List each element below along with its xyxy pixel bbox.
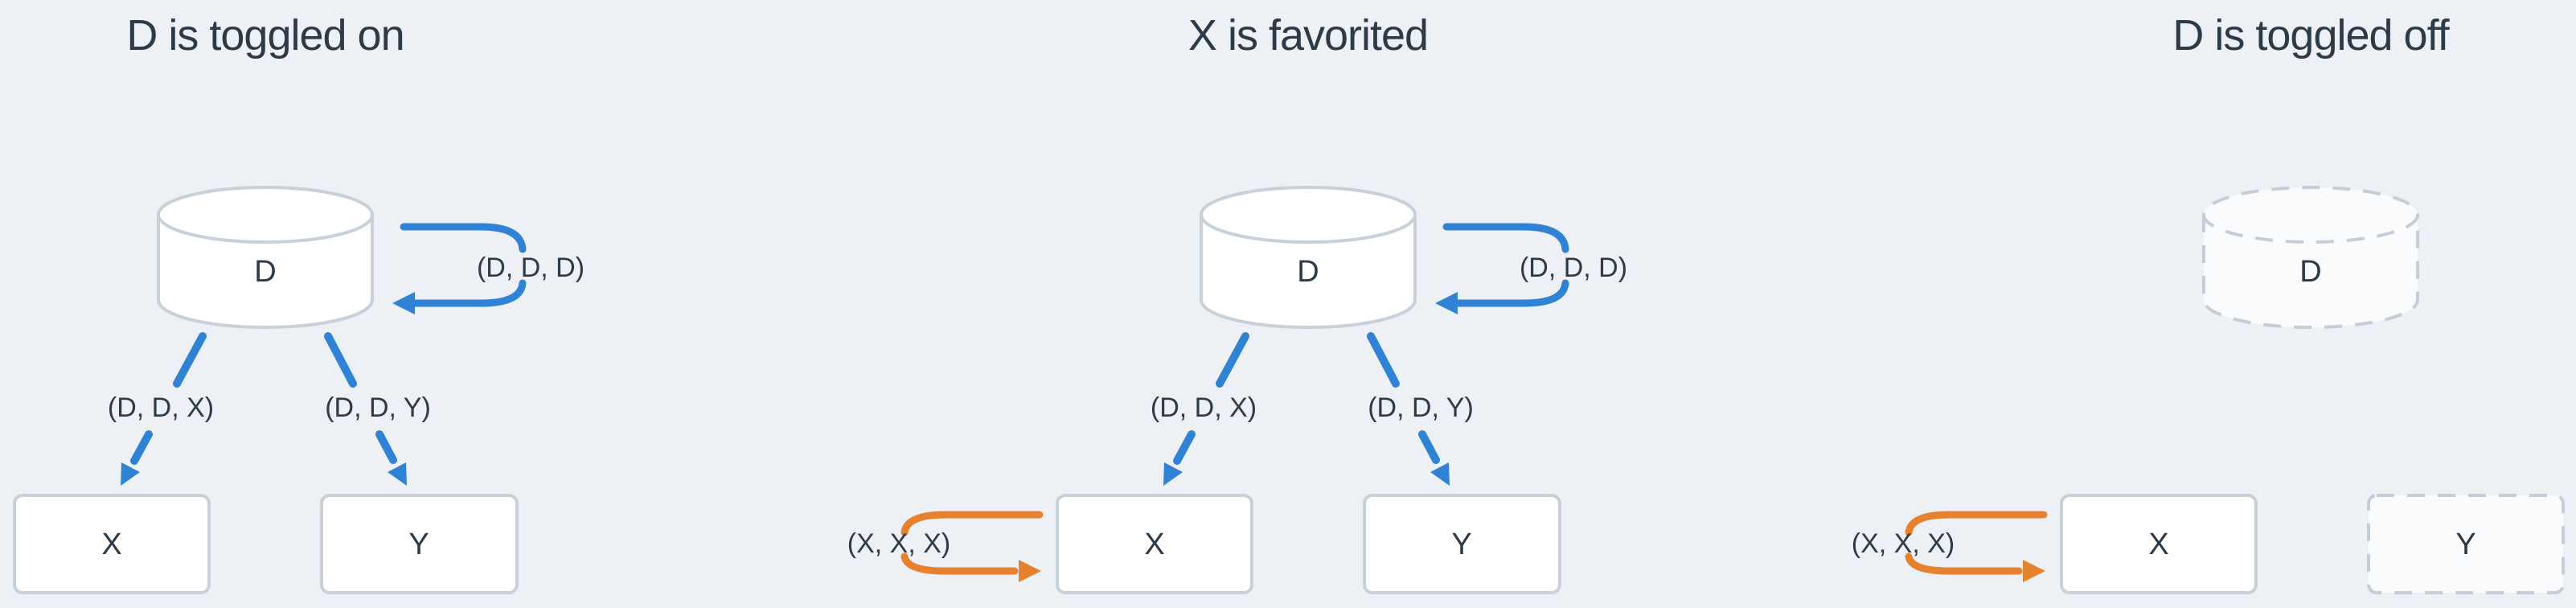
scene3-title: D is toggled off [2172, 11, 2450, 60]
item-x-label: X [1144, 528, 1164, 561]
scene2-title: X is favorited [1188, 11, 1428, 60]
scene-toggled-off: D is toggled off D (X, X, X) X Y [1852, 11, 2565, 594]
item-y-label: Y [2455, 528, 2476, 561]
item-y-label: Y [408, 528, 429, 561]
edge-d-to-y [324, 332, 407, 486]
arrowhead [1019, 560, 1041, 582]
database-label: D [2299, 255, 2321, 289]
cylinder-top [157, 186, 374, 244]
edge-d-x-label: (D, D, X) [108, 392, 214, 423]
cylinder-top [2202, 186, 2419, 244]
arrowhead [1435, 292, 1458, 314]
cylinder-body [2202, 215, 2419, 329]
item-box-x [13, 494, 211, 594]
item-x-label: X [2148, 528, 2168, 561]
item-box-y-dashed [2367, 494, 2565, 594]
db-self-loop-arrow [392, 223, 527, 314]
arrowhead [392, 292, 415, 314]
edge-d-to-x [1163, 332, 1249, 486]
item-y-label: Y [1451, 528, 1471, 561]
item-box-x [2060, 494, 2258, 594]
arrowhead [2023, 560, 2045, 582]
database-label: D [1297, 255, 1319, 289]
database-label: D [254, 255, 276, 289]
arrowhead [1430, 462, 1450, 486]
db-self-loop-arrow [1435, 223, 1569, 314]
item-x-label: X [101, 528, 121, 561]
arrowhead [1163, 462, 1183, 486]
scene-toggled-on: D is toggled on D (D, D, D) (D, D, X) (D… [13, 11, 585, 594]
database-cylinder-icon [1200, 186, 1417, 329]
db-self-loop-label: (D, D, D) [477, 253, 585, 283]
cylinder-top [1200, 186, 1417, 244]
cylinder-body [157, 215, 374, 329]
edge-d-x-label: (D, D, X) [1151, 392, 1257, 423]
edge-d-to-y [1367, 332, 1450, 486]
item-box-y [320, 494, 519, 594]
favorite-self-loop-arrow [900, 511, 1044, 582]
edge-d-y-label: (D, D, Y) [1368, 392, 1474, 423]
item-box-x [1056, 494, 1253, 594]
favorite-loop-label: (X, X, X) [1852, 528, 1955, 559]
arrowhead [388, 462, 407, 486]
arrowhead [121, 462, 140, 486]
scene-favorited: X is favorited D (D, D, D) (D, D, X) (D,… [847, 11, 1627, 594]
cylinder-body [1200, 215, 1417, 329]
item-box-y [1363, 494, 1561, 594]
database-cylinder-icon [157, 186, 374, 329]
edge-d-to-x [121, 332, 207, 486]
favorite-loop-label: (X, X, X) [847, 528, 950, 559]
scene1-title: D is toggled on [126, 11, 404, 60]
database-cylinder-icon-dashed [2202, 186, 2419, 329]
favorite-self-loop-arrow [1905, 511, 2048, 582]
edge-d-y-label: (D, D, Y) [325, 392, 431, 423]
db-self-loop-label: (D, D, D) [1520, 253, 1627, 283]
